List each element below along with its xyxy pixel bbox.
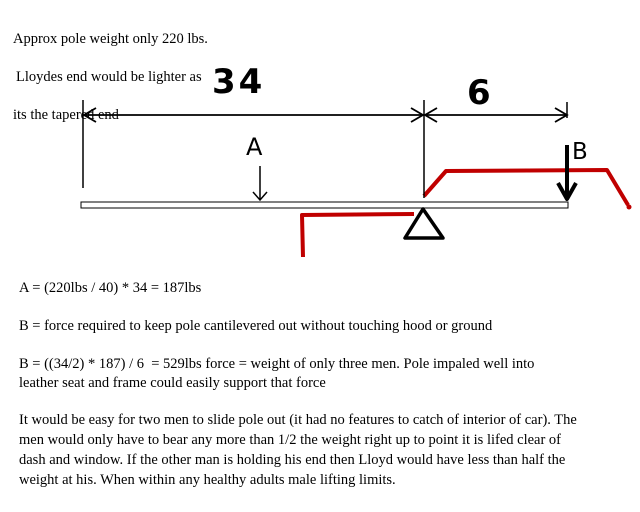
force-b-arrow-head [556,182,578,201]
pole-beam [80,201,569,209]
note-line-3: its the tapered end [13,107,119,123]
equation-b-definition: B = force required to keep pole cantilev… [19,318,493,334]
fulcrum-triangle [403,207,445,240]
hood-outline-end [626,204,632,210]
dimension-label-34: 34 [212,62,265,102]
force-label-b: B [572,139,588,165]
dimension-arrow-left [82,107,97,123]
hood-outline [422,168,630,207]
note-line-1: Approx pole weight only 220 lbs. [13,31,208,47]
paragraph-line-2: men would only have to bear any more tha… [19,432,562,448]
seat-outline [300,212,415,258]
note-line-2: Lloydes end would be lighter as [16,69,202,85]
dimension-label-6: 6 [467,73,491,113]
paragraph-line-1: It would be easy for two men to slide po… [19,412,577,428]
equation-a: A = (220lbs / 40) * 34 = 187lbs [19,280,202,296]
pole-weight-note: Approx pole weight only 220 lbs. Lloydes… [13,11,313,144]
paragraph-line-3: dash and window. If the other man is hol… [19,452,566,468]
paragraph-line-4: weight at his. When within any healthy a… [19,472,396,488]
equation-b-line-2: leather seat and frame could easily supp… [19,375,326,391]
dimension-arrow-34-right [410,107,425,123]
equation-b-line-1: B = ((34/2) * 187) / 6 = 529lbs force = … [19,356,535,372]
force-a-arrow-head [252,191,268,202]
dimension-arrow-6-right [554,107,569,123]
force-label-a: A [246,133,263,161]
explanation-paragraph: It would be easy for two men to slide po… [19,410,624,490]
dimension-arrow-6-left [423,107,438,123]
equation-b-calculation: B = ((34/2) * 187) / 6 = 529lbs force = … [19,355,534,393]
